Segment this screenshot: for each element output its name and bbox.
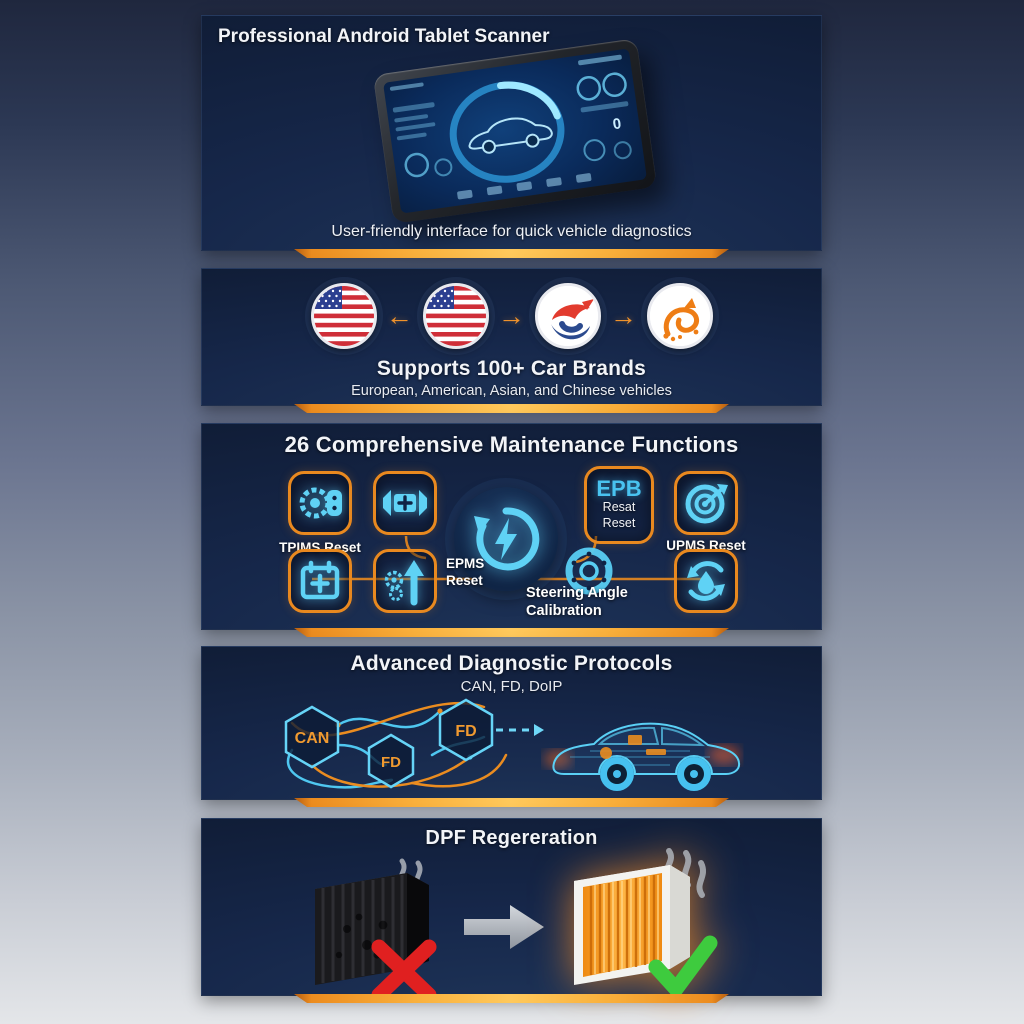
orange-divider xyxy=(294,798,729,807)
battery-reset-hub xyxy=(454,487,558,591)
panel-protocols: Advanced Diagnostic Protocols CAN, FD, D… xyxy=(201,646,822,800)
epb-tile: EPB Resat Reset xyxy=(584,466,654,544)
upms-tile xyxy=(674,471,738,535)
epms-label: EPMS Reset xyxy=(446,556,484,590)
injector-tile xyxy=(373,471,437,535)
calendar-plus-icon xyxy=(300,560,340,600)
arrow-right-icon: → xyxy=(498,300,525,331)
orange-divider xyxy=(294,994,729,1003)
tpms-tile xyxy=(288,471,352,535)
dragon-emblem-icon xyxy=(646,283,713,349)
epms-line2: Reset xyxy=(446,572,483,588)
steering-label: Steering Angle Calibration xyxy=(526,584,628,620)
node-fd2-label: FD xyxy=(455,723,476,740)
gauge-value: 0 xyxy=(612,115,623,133)
injector-battery-icon xyxy=(383,490,427,516)
scanner-title: Professional Android Tablet Scanner xyxy=(218,26,550,47)
epb-line1: Resat xyxy=(602,500,636,515)
lightning-recycle-icon xyxy=(474,507,540,571)
epms-tile xyxy=(373,549,437,613)
brands-subtitle: European, American, Asian, and Chinese v… xyxy=(351,383,672,399)
protocols-subtitle: CAN, FD, DoIP xyxy=(460,678,563,695)
epb-abbr: EPB xyxy=(596,476,642,502)
scanner-caption: User-friendly interface for quick vehicl… xyxy=(331,223,692,240)
us-flag-icon xyxy=(422,283,489,349)
android-tablet-icon: 0 xyxy=(372,38,658,224)
brands-title: Supports 100+ Car Brands xyxy=(376,357,647,380)
orange-divider xyxy=(294,404,729,413)
orange-divider xyxy=(294,628,729,637)
transition-arrow-icon xyxy=(464,905,544,949)
epms-line1: EPMS xyxy=(446,556,485,571)
gear-up-arrow-icon xyxy=(384,560,424,606)
eagle-emblem-icon xyxy=(534,283,601,349)
tablet-screen: 0 xyxy=(383,48,647,214)
tire-pressure-sensor-icon xyxy=(299,487,342,519)
arrow-left-icon: ← xyxy=(386,300,413,331)
dpf-title: DPF Regereration xyxy=(425,827,598,849)
panel-dpf: DPF Regereration xyxy=(201,818,822,996)
node-fd-label: FD xyxy=(381,754,401,771)
functions-title: 26 Comprehensive Maintenance Functions xyxy=(284,432,739,457)
orange-divider xyxy=(294,249,729,258)
car-wireframe-graphic xyxy=(544,722,741,791)
epb-line2: Reset xyxy=(602,516,636,530)
green-check-icon xyxy=(648,935,718,997)
node-can-label: CAN xyxy=(295,730,330,747)
clogged-dpf-filter-icon xyxy=(315,858,437,1003)
service-schedule-tile xyxy=(288,549,352,613)
diagnostic-ui-graphic: 0 xyxy=(389,54,632,200)
protocols-title: Advanced Diagnostic Protocols xyxy=(350,652,673,675)
target-arrow-icon xyxy=(685,484,728,524)
regenerated-dpf-filter-icon xyxy=(574,848,718,997)
panel-scanner: Professional Android Tablet Scanner xyxy=(201,15,822,251)
steering-line1: Steering Angle xyxy=(526,585,628,601)
brand-badges: ← xyxy=(202,283,821,349)
arrow-right-icon: → xyxy=(610,300,637,331)
protocol-network-diagram: CAN FD FD xyxy=(284,698,544,789)
steering-line2: Calibration xyxy=(526,603,602,620)
red-x-icon xyxy=(371,939,437,1003)
panel-brands: ← xyxy=(201,268,822,406)
oil-reset-tile xyxy=(674,549,738,613)
steering-flange-icon xyxy=(565,547,613,595)
panel-functions: 26 Comprehensive Maintenance Functions T… xyxy=(201,423,822,630)
oil-drop-recycle-icon xyxy=(687,561,725,601)
us-flag-icon xyxy=(310,283,377,349)
